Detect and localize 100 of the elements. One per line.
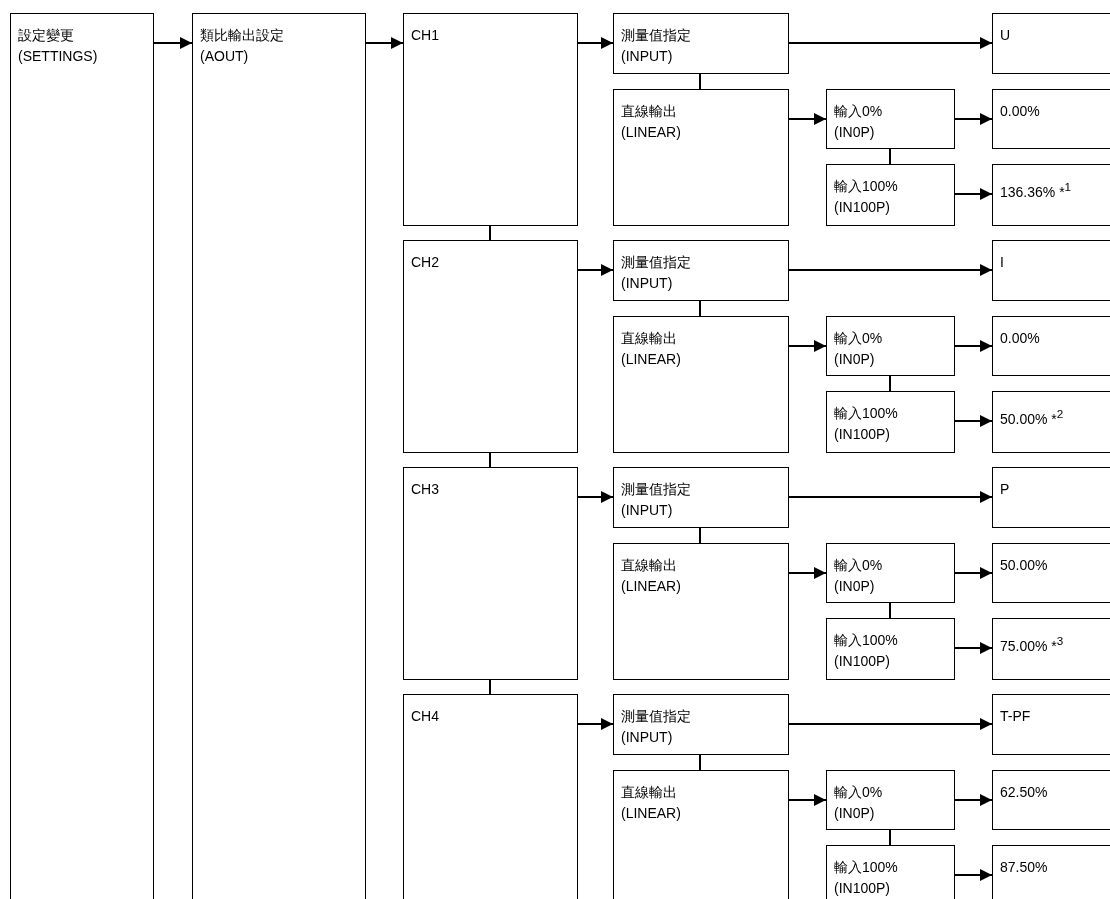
value-text: 50.00% *$^{2}$ <box>1000 406 1064 429</box>
parameter-code: (LINEAR) <box>621 123 681 142</box>
box-title: 輸入0% <box>834 556 883 575</box>
connector-line <box>699 73 701 90</box>
parameter-code: (INPUT) <box>621 501 673 520</box>
parameter-box <box>613 543 789 680</box>
box-title: 輸入100% <box>834 177 898 196</box>
value-box <box>992 89 1110 149</box>
arrow <box>577 718 614 730</box>
parameter-box <box>826 543 955 603</box>
parameter-code: (SETTINGS) <box>18 47 98 66</box>
value-text: 75.00% *$^{3}$ <box>1000 633 1064 656</box>
value-text: 62.50% <box>1000 783 1048 802</box>
arrow <box>788 340 827 352</box>
connector-line <box>699 300 701 317</box>
value-box <box>992 164 1110 226</box>
parameter-box <box>613 240 789 301</box>
parameter-box <box>826 770 955 830</box>
box-title: 測量值指定 <box>621 480 691 499</box>
arrow <box>954 567 993 579</box>
value-text: U <box>1000 26 1011 45</box>
channel-box <box>403 240 578 453</box>
value-text: 87.50% <box>1000 858 1048 877</box>
box-title: 直線輸出 <box>621 556 677 575</box>
parameter-box <box>826 164 955 226</box>
parameter-code: (IN0P) <box>834 804 875 823</box>
box-title: 輸入100% <box>834 858 898 877</box>
arrow <box>954 794 993 806</box>
arrow <box>954 642 993 654</box>
arrow <box>577 491 614 503</box>
parameter-code: (IN100P) <box>834 198 891 217</box>
arrow <box>954 869 993 881</box>
parameter-box <box>613 13 789 74</box>
menu-box <box>192 13 366 899</box>
value-box <box>992 391 1110 453</box>
arrow <box>153 37 193 49</box>
box-title: 設定變更 <box>18 26 74 45</box>
connector-line <box>699 527 701 544</box>
channel-box <box>403 694 578 899</box>
channel-box <box>403 13 578 226</box>
parameter-box <box>613 694 789 755</box>
connector-line <box>889 148 891 165</box>
parameter-box <box>613 467 789 528</box>
arrow <box>788 491 993 503</box>
value-text: 136.36% *$^{1}$ <box>1000 179 1072 202</box>
value-box <box>992 543 1110 603</box>
parameter-code: (INPUT) <box>621 728 673 747</box>
box-title: CH2 <box>411 253 439 272</box>
parameter-code: (AOUT) <box>200 47 249 66</box>
parameter-box <box>613 316 789 453</box>
connector-line <box>889 602 891 619</box>
parameter-box <box>613 770 789 899</box>
parameter-code: (LINEAR) <box>621 577 681 596</box>
parameter-box <box>826 845 955 899</box>
menu-box <box>10 13 154 899</box>
arrow <box>954 113 993 125</box>
box-title: 測量值指定 <box>621 707 691 726</box>
connector-line <box>489 452 491 468</box>
parameter-box <box>613 89 789 226</box>
arrow <box>788 37 993 49</box>
parameter-code: (LINEAR) <box>621 804 681 823</box>
box-title: 直線輸出 <box>621 329 677 348</box>
box-title: 直線輸出 <box>621 783 677 802</box>
value-text: P <box>1000 480 1010 499</box>
value-box <box>992 13 1110 74</box>
value-text: 50.00% <box>1000 556 1048 575</box>
value-box <box>992 316 1110 376</box>
arrow <box>788 718 993 730</box>
box-title: 測量值指定 <box>621 26 691 45</box>
value-box <box>992 467 1110 528</box>
value-box <box>992 770 1110 830</box>
parameter-code: (INPUT) <box>621 274 673 293</box>
parameter-box <box>826 618 955 680</box>
box-title: 輸入0% <box>834 102 883 121</box>
arrow <box>954 340 993 352</box>
arrow <box>788 567 827 579</box>
parameter-box <box>826 316 955 376</box>
box-title: 輸入0% <box>834 783 883 802</box>
value-box <box>992 694 1110 755</box>
box-title: CH4 <box>411 707 439 726</box>
arrow <box>788 264 993 276</box>
box-title: CH1 <box>411 26 439 45</box>
arrow <box>788 113 827 125</box>
value-box <box>992 845 1110 899</box>
parameter-code: (IN0P) <box>834 123 875 142</box>
value-text: 0.00% <box>1000 329 1040 348</box>
connector-line <box>889 375 891 392</box>
value-text: I <box>1000 253 1004 272</box>
arrow <box>954 188 993 200</box>
parameter-code: (IN100P) <box>834 879 891 898</box>
box-title: 輸入100% <box>834 404 898 423</box>
parameter-box <box>826 89 955 149</box>
value-box <box>992 240 1110 301</box>
parameter-code: (LINEAR) <box>621 350 681 369</box>
parameter-code: (INPUT) <box>621 47 673 66</box>
value-box <box>992 618 1110 680</box>
connector-line <box>489 679 491 695</box>
connector-line <box>699 754 701 771</box>
parameter-code: (IN100P) <box>834 652 891 671</box>
channel-box <box>403 467 578 680</box>
